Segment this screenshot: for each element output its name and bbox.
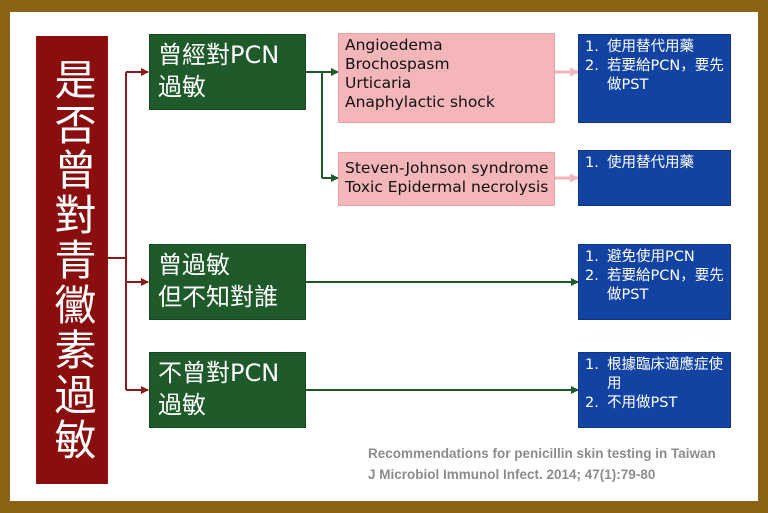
root-question-label: 是否曾對青黴素過敏 <box>48 57 97 463</box>
recommendation-item: 1.使用替代用藥 <box>585 39 694 55</box>
branch-label: 曾過敏 但不知對誰 <box>158 251 278 311</box>
reaction-item: Urticaria <box>345 74 412 92</box>
recommendation-item: 1.根據臨床適應症使用 <box>585 357 723 392</box>
root-connector <box>108 72 127 390</box>
reaction-item: Brochospasm <box>345 55 450 73</box>
recommendation-box-1: 1.使用替代用藥 2.若要給PCN，要先做PST <box>578 34 731 123</box>
recommendation-item: 1.使用替代用藥 <box>585 155 694 171</box>
branch-label: 不曾對PCN 過敏 <box>158 359 280 419</box>
recommendation-box-3: 1.避免使用PCN 2.若要給PCN，要先做PST <box>578 244 731 320</box>
branch-box-not-allergic: 不曾對PCN 過敏 <box>149 352 306 428</box>
reaction-item: Angioedema <box>345 36 443 54</box>
branch-label: 曾經對PCN 過敏 <box>158 41 280 101</box>
reaction-box-immediate: Angioedema Brochospasm Urticaria Anaphyl… <box>338 33 555 123</box>
recommendation-item: 1.避免使用PCN <box>585 249 695 265</box>
root-question-box: 是否曾對青黴素過敏 <box>36 36 108 484</box>
reaction-box-severe-cutaneous: Steven-Johnson syndrome Toxic Epidermal … <box>338 152 555 206</box>
recommendation-item: 2.若要給PCN，要先做PST <box>585 58 724 93</box>
branch-1-connector <box>306 71 323 178</box>
recommendation-item: 2.若要給PCN，要先做PST <box>585 268 724 303</box>
branch-box-unknown-allergen: 曾過敏 但不知對誰 <box>149 244 306 320</box>
recommendation-box-4: 1.根據臨床適應症使用 2.不用做PST <box>578 352 731 428</box>
branch-box-allergic-to-pcn: 曾經對PCN 過敏 <box>149 34 306 110</box>
citation: Recommendations for penicillin skin test… <box>368 443 716 485</box>
citation-journal: J Microbiol Immunol Infect. 2014; 47(1):… <box>368 467 656 482</box>
citation-title: Recommendations for penicillin skin test… <box>368 446 716 461</box>
reaction-item: Steven-Johnson syndrome <box>345 159 549 177</box>
reaction-item: Anaphylactic shock <box>345 93 495 111</box>
recommendation-box-2: 1.使用替代用藥 <box>578 150 731 206</box>
reaction-item: Toxic Epidermal necrolysis <box>345 178 549 196</box>
recommendation-item: 2.不用做PST <box>585 395 678 411</box>
